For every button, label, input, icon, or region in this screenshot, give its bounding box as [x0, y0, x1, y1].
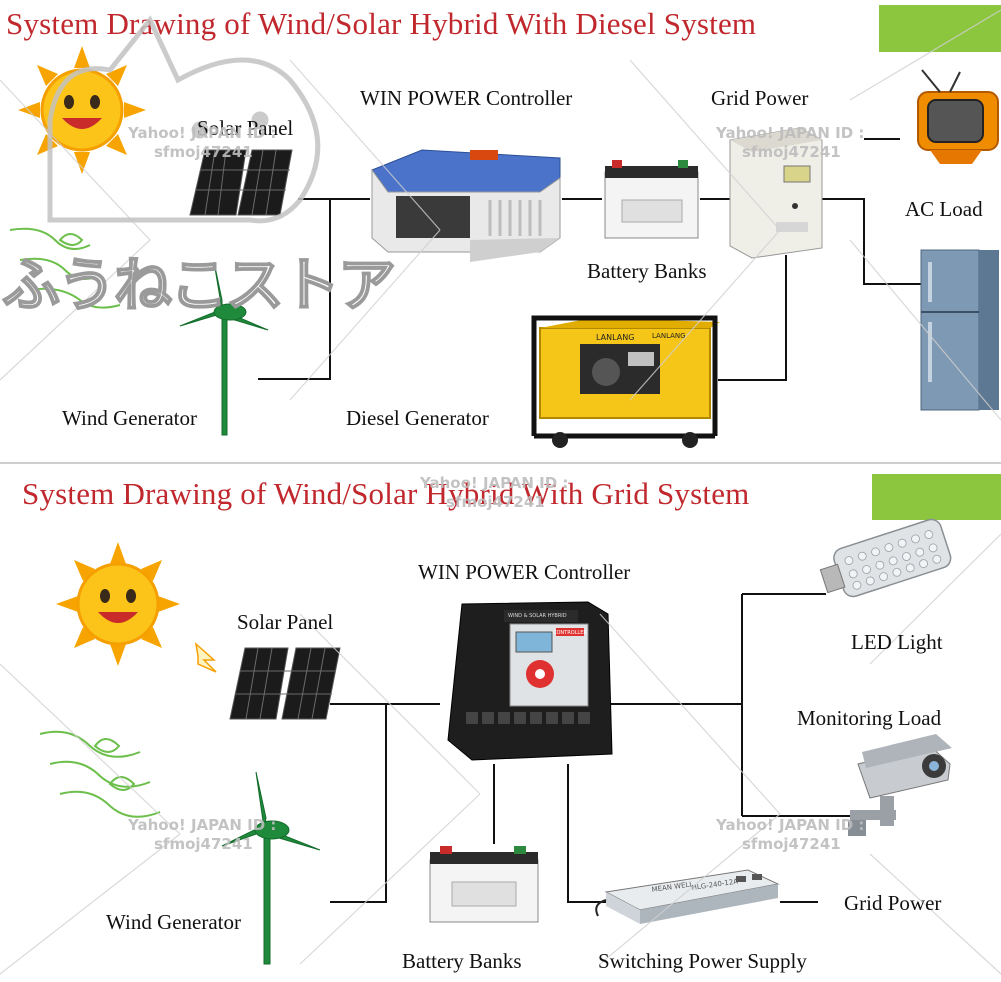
solar-panel-icon — [189, 149, 293, 216]
wind-gust-icon — [39, 730, 161, 818]
panel2-title: System Drawing of Wind/Solar Hybrid With… — [22, 476, 750, 511]
generator-plate: LANLANG — [652, 332, 686, 340]
label-ac-load: AC Load — [905, 197, 983, 221]
wind-gust-icon — [9, 227, 121, 309]
grid-power-icon — [729, 127, 823, 259]
panel1-wires — [258, 138, 921, 381]
label-wind-generator-1: Wind Generator — [62, 406, 198, 430]
label-grid-power-1: Grid Power — [711, 86, 809, 110]
led-light-icon — [819, 518, 952, 598]
grid-system-panel: System Drawing of Wind/Solar Hybrid With… — [0, 462, 1001, 982]
label-solar-panel-1: Solar Panel — [197, 116, 294, 140]
diesel-system-panel: System Drawing of Wind/Solar Hybrid With… — [0, 0, 1001, 460]
label-controller-1: WIN POWER Controller — [360, 86, 573, 110]
arrow-icon — [194, 642, 217, 673]
store-watermark: ふうねこストア — [1, 250, 397, 320]
watermark-yahoo-2: Yahoo! JAPAN ID :sfmoj47241 — [716, 124, 865, 161]
refrigerator-icon — [920, 249, 999, 411]
battery-icon — [429, 846, 539, 923]
tv-icon — [917, 69, 999, 164]
wind-turbine-icon — [179, 261, 269, 436]
controller-header: WIND & SOLAR HYBRID — [508, 613, 567, 619]
label-diesel-generator: Diesel Generator — [346, 406, 489, 430]
watermark-yahoo-4: Yahoo! JAPAN ID :sfmoj47241 — [128, 816, 277, 853]
watermark-lines — [0, 533, 1001, 975]
panel2-diagram: WIND & SOLAR HYBRID CONTROLLER — [0, 518, 1001, 975]
generator-brand: LANLANG — [596, 333, 634, 342]
label-grid-power-2: Grid Power — [844, 891, 942, 915]
solar-panel-icon — [229, 647, 341, 720]
sun-icon — [18, 46, 146, 174]
controller-badge: CONTROLLER — [553, 630, 587, 636]
label-switching-power-supply: Switching Power Supply — [598, 949, 807, 973]
label-controller-2: WIN POWER Controller — [418, 560, 631, 584]
panel1-accent-bar — [879, 5, 1001, 52]
wind-turbine-icon — [221, 771, 321, 965]
label-monitoring-load: Monitoring Load — [797, 706, 942, 730]
watermark-yahoo-1: Yahoo! JAPAN ID :sfmoj47241 — [128, 124, 277, 161]
label-battery-banks-2: Battery Banks — [402, 949, 522, 973]
label-battery-banks-1: Battery Banks — [587, 259, 707, 283]
sun-icon — [56, 542, 180, 666]
panel1-diagram: LANLANG LANLANG — [0, 9, 1001, 448]
watermark-yahoo-5: Yahoo! JAPAN ID :sfmoj47241 — [716, 816, 865, 853]
panel1-title: System Drawing of Wind/Solar Hybrid With… — [6, 6, 757, 41]
battery-icon — [604, 160, 699, 239]
cat-logo-icon — [47, 15, 321, 224]
switching-power-supply-icon: MEAN WELL HLG-240-12A — [595, 869, 780, 924]
diesel-generator-icon: LANLANG LANLANG — [531, 315, 720, 448]
label-wind-generator-2: Wind Generator — [106, 910, 242, 934]
watermark-yahoo-3: Yahoo! JAPAN ID :sfmoj47241 — [420, 474, 569, 511]
controller-icon — [371, 149, 561, 262]
controller-icon: WIND & SOLAR HYBRID CONTROLLER — [447, 601, 613, 761]
label-solar-panel-2: Solar Panel — [237, 610, 334, 634]
label-led-light: LED Light — [851, 630, 943, 654]
watermark-lines — [0, 9, 1001, 421]
panel2-wires — [330, 593, 850, 903]
panel2-accent-bar — [872, 474, 1001, 520]
security-camera-icon — [848, 734, 952, 836]
